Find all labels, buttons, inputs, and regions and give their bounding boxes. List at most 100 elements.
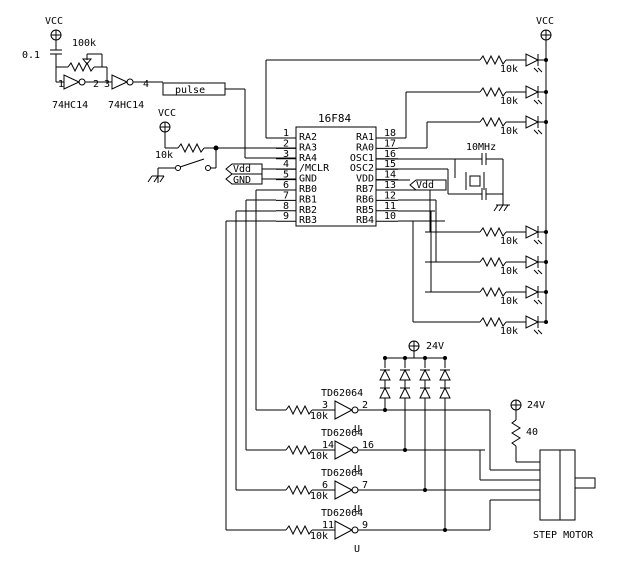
led-resistor-icon — [479, 316, 507, 328]
reset-switch-icon[interactable] — [175, 165, 181, 171]
pulse-label: pulse — [175, 85, 205, 96]
ic-pin-name: RB7 — [356, 184, 374, 195]
motor-body-icon — [539, 449, 576, 521]
vcc-label-osc: VCC — [45, 16, 63, 27]
reset-circuit: VCC 10k — [147, 108, 296, 183]
motor-resistor-label: 40 — [526, 427, 538, 438]
ic-pin-number: 10 — [384, 211, 396, 222]
led-resistor-icon — [479, 54, 507, 66]
inverter-gate-2-icon — [111, 74, 129, 90]
driver-part-label: TD62064 — [321, 508, 363, 519]
led-resistor-label: 10k — [500, 236, 518, 247]
ic-pin-name: RB6 — [356, 194, 374, 205]
flyback-diode-pair — [399, 356, 411, 410]
driver-array: TD6206410k3U2TD6206410k14U16TD6206410k6U… — [225, 189, 540, 555]
cap-value-label: 0.1 — [22, 50, 40, 61]
diode-icon — [379, 386, 391, 399]
motor-label: STEP MOTOR — [533, 530, 594, 541]
led-resistor-label: 10k — [500, 266, 518, 277]
gate2-part-label: 74HC14 — [108, 100, 144, 111]
feedback-resistor-icon — [67, 61, 95, 73]
led-resistor-label: 10k — [500, 296, 518, 307]
led-resistor-icon — [479, 226, 507, 238]
ic-pin-name: OSC2 — [350, 163, 374, 174]
led-resistor-icon — [479, 286, 507, 298]
led-channel: 10k — [425, 285, 548, 307]
pulse-oscillator: VCC 0.1 100k 1 2 3 4 74HC14 74HC14 puls — [22, 16, 296, 159]
ic-pin-number: 12 — [384, 190, 396, 201]
ic-pin-name: RA3 — [299, 142, 317, 153]
led-resistor-icon — [479, 256, 507, 268]
ic-pin-number: 6 — [283, 180, 289, 191]
flyback-diode-pair — [439, 356, 451, 410]
ic-pin-name: GND — [299, 174, 317, 185]
crystal-icon — [469, 175, 481, 187]
driver-in-pin: 6 — [322, 480, 328, 491]
driver-out-pin: 7 — [362, 480, 368, 491]
driver-buffer-icon — [334, 440, 354, 460]
driver-unit-label: U — [354, 504, 360, 515]
driver-in-pin: 3 — [322, 400, 328, 411]
ic-pin-number: 9 — [283, 211, 289, 222]
driver-in-pin: 11 — [322, 520, 334, 531]
led-icon — [525, 53, 540, 67]
led-icon — [525, 255, 540, 269]
ic-pin-number: 13 — [384, 180, 396, 191]
ic-pin-number: 16 — [384, 149, 396, 160]
led-channel: 10k — [427, 115, 548, 137]
driver-buffer-icon — [334, 400, 354, 420]
ic-pin-name: RA1 — [356, 132, 374, 143]
driver-part-label: TD62064 — [321, 428, 363, 439]
led-icon — [525, 285, 540, 299]
driver-unit-label: U — [354, 544, 360, 555]
ic-pin-number: 5 — [283, 170, 289, 181]
ic-part-label: 16F84 — [318, 112, 351, 125]
pullup-resistor-icon — [177, 142, 205, 154]
led-channel: 10k — [425, 255, 548, 277]
crystal-oscillator: 10MHz — [376, 142, 510, 212]
led-resistor-label: 10k — [500, 96, 518, 107]
ic-pin-number: 3 — [283, 149, 289, 160]
driver-resistor-label: 10k — [310, 531, 328, 542]
ic-pin-number: 2 — [283, 138, 289, 149]
step-motor: 24V 40 STEP MOTOR — [510, 399, 596, 541]
ic-pin-name: RB3 — [299, 215, 317, 226]
led-resistor-icon — [479, 86, 507, 98]
led-icon — [525, 225, 540, 239]
led-resistor-label: 10k — [500, 126, 518, 137]
driver-input-resistor-icon — [285, 484, 313, 496]
ic-pin-name: RA0 — [356, 142, 374, 153]
driver-unit-label: U — [354, 464, 360, 475]
ic-pin-name: RB5 — [356, 205, 374, 216]
feedback-resistor-label: 100k — [72, 38, 96, 49]
vcc-label-led: VCC — [536, 16, 554, 27]
ic-pin-number: 1 — [283, 128, 289, 139]
diode-icon — [439, 386, 451, 399]
motor-resistor-icon — [511, 419, 521, 447]
diode-icon — [439, 368, 451, 381]
ic-pin-name: RA2 — [299, 132, 317, 143]
vdd-tag-left: Vdd — [233, 164, 251, 175]
ic-pin-name: RB1 — [299, 194, 317, 205]
svg-text:3: 3 — [104, 79, 110, 90]
driver-out-pin: 2 — [362, 400, 368, 411]
driver-resistor-label: 10k — [310, 491, 328, 502]
led-icon — [525, 85, 540, 99]
v24-label-motor: 24V — [527, 400, 545, 411]
driver-resistor-label: 10k — [310, 451, 328, 462]
ic-pin-name: OSC1 — [350, 153, 374, 164]
gnd-tag-left: GND — [233, 175, 251, 186]
driver-in-pin: 14 — [322, 440, 334, 451]
driver-buffer-icon — [334, 480, 354, 500]
driver-part-label: TD62064 — [321, 388, 363, 399]
diode-icon — [399, 368, 411, 381]
diode-icon — [419, 368, 431, 381]
ic-pin-number: 14 — [384, 170, 396, 181]
vcc-label-reset: VCC — [158, 108, 176, 119]
driver-resistor-label: 10k — [310, 411, 328, 422]
